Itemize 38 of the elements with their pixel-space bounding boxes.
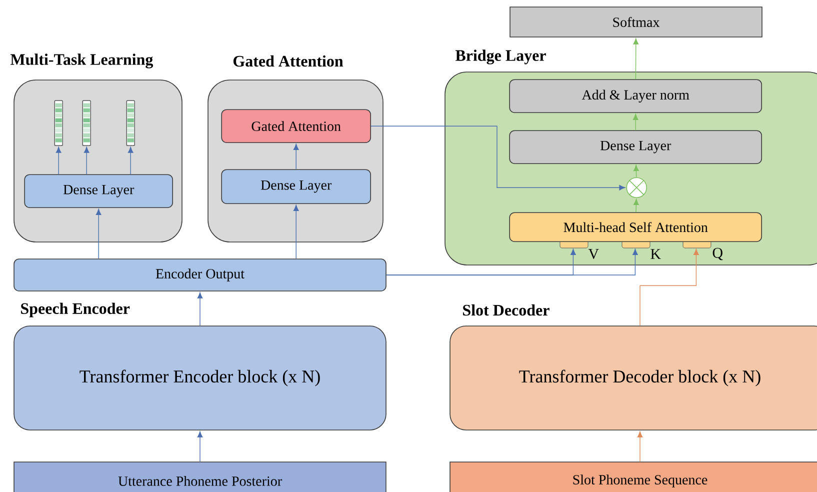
layer-box: Dense Layer [221,169,371,204]
arrow [293,204,299,259]
arrow [632,114,638,131]
arrow [633,164,639,178]
arrow [633,198,639,213]
arrow [96,208,102,259]
arrow [56,146,62,175]
arrow [370,126,626,190]
layer-box: Multi-head Self Attention [509,212,762,248]
layer-box: Encoder Output [14,258,386,292]
layer-box: Softmax [510,6,762,38]
arrow [293,144,299,170]
heading: Bridge Layer [455,50,546,64]
layer-box: Add & Layer norm [509,79,762,113]
port-label: V [588,248,599,259]
layer-box: Dense Layer [509,130,762,164]
block-box: Transformer Encoder block (x N) [14,326,386,430]
block-box: Transformer Decoder block (x N) [450,326,817,430]
vector-bar [82,100,91,146]
arrow [197,292,203,326]
arrow [128,146,134,175]
heading: Multi-Task Learning [10,54,154,68]
heading: Gated Attention [233,55,344,67]
multiply-circle [626,177,647,198]
vector-bar [126,100,135,146]
heading: Speech Encoder [21,302,130,318]
layer-box: Dense Layer [24,174,173,208]
arrow [640,248,699,326]
arrow [197,431,203,462]
input-box: Slot Phoneme Sequence [450,462,817,492]
vector-bar [54,100,63,146]
arrow [633,38,639,80]
arrow [637,431,643,462]
heading: Slot Decoder [463,304,550,316]
layer-box: Gated Attention [221,109,371,143]
arrow [386,248,638,276]
arrow [84,146,90,175]
input-box: Utterance Phoneme Posterior [14,462,386,492]
